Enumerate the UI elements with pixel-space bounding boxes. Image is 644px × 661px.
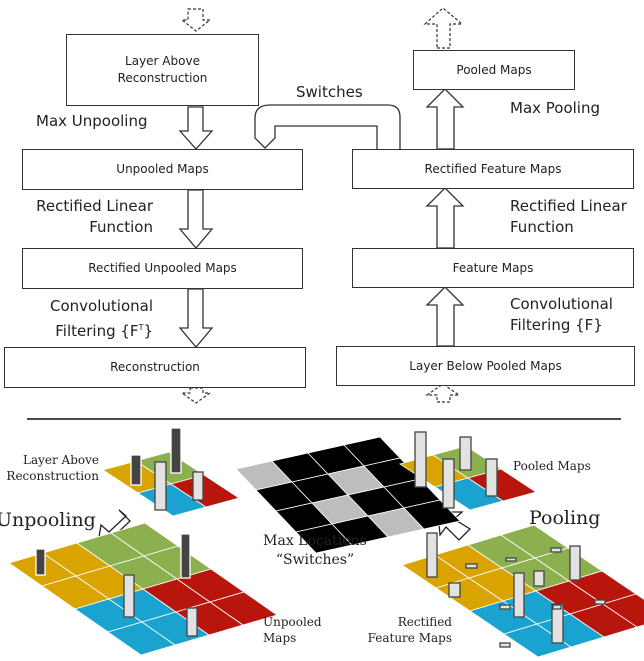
bar-light — [550, 547, 562, 553]
bar-dark — [35, 548, 46, 576]
bar-dark — [180, 533, 191, 579]
box-label: Pooled Maps — [456, 62, 532, 77]
label-line: Unpooled — [263, 615, 322, 629]
arrow-rectify-left — [178, 189, 214, 250]
bar-dark — [170, 427, 182, 474]
bar-light — [551, 603, 564, 644]
arrow-conv — [425, 286, 465, 347]
dashed-arrow-in-top-left — [180, 8, 212, 32]
label-switches: Switches — [296, 83, 363, 101]
bar-light — [442, 458, 455, 509]
label-unpooling: Unpooling — [0, 509, 96, 531]
label-line: Rectified Linear — [36, 197, 153, 215]
box-rectified-unpooled-maps: Rectified Unpooled Maps — [22, 248, 303, 289]
bar-light — [569, 545, 581, 581]
bar-light — [533, 570, 545, 587]
bar-light — [499, 642, 511, 648]
label-pooled-maps: Pooled Maps — [513, 459, 591, 473]
bar-light — [594, 599, 606, 605]
label-pooling: Pooling — [529, 507, 601, 529]
bar-light — [485, 458, 498, 497]
bar-light — [552, 604, 562, 610]
dashed-arrow-out-bottom-left — [180, 387, 212, 404]
label-line: Reconstruction — [6, 469, 99, 483]
box-layer-above-reconstruction: Layer Above Reconstruction — [66, 34, 259, 106]
arrow-conv-transpose — [178, 288, 214, 349]
bar-light — [192, 471, 204, 501]
label-line: Layer Above — [22, 453, 99, 467]
label-sup: T — [138, 323, 144, 332]
label-line: Max Locations — [263, 533, 367, 549]
box-layer-below-pooled-maps: Layer Below Pooled Maps — [336, 346, 635, 386]
box-label: Reconstruction — [110, 360, 200, 374]
arrow-rectify-right — [425, 187, 465, 249]
box-label: Rectified Feature Maps — [424, 161, 562, 176]
box-unpooled-maps: Unpooled Maps — [22, 149, 303, 190]
box-label: Layer Below Pooled Maps — [409, 358, 562, 373]
arrow-max-unpooling — [178, 106, 214, 150]
box-feature-maps: Feature Maps — [352, 248, 634, 288]
grid-cell-rectified — [602, 593, 644, 628]
arrow-max-pooling — [425, 88, 465, 150]
box-label: Unpooled Maps — [116, 162, 209, 176]
label-max-locations: Max Locations “Switches” — [255, 532, 375, 570]
bar-light — [154, 461, 167, 511]
label-line: Rectified — [397, 615, 452, 629]
box-label: Rectified Unpooled Maps — [88, 261, 237, 275]
label-line: } — [143, 322, 153, 340]
box-rectified-feature-maps: Rectified Feature Maps — [352, 149, 634, 189]
label-max-pooling: Max Pooling — [510, 99, 601, 117]
label-line: “Switches” — [275, 552, 355, 568]
box-reconstruction: Reconstruction — [4, 347, 306, 388]
bar-light — [499, 604, 511, 610]
bar-light — [465, 563, 478, 569]
label-line: Function — [89, 218, 153, 236]
label-line: Convolutional — [50, 297, 153, 315]
bar-light — [459, 436, 472, 471]
label-line: Convolutional — [510, 295, 613, 313]
bar-dark — [130, 454, 142, 486]
dashed-arrow-in-bottom-right — [425, 383, 461, 403]
label-line: Rectified Linear — [510, 197, 627, 215]
dashed-arrow-out-top-right — [423, 7, 464, 49]
bar-light — [505, 557, 517, 562]
bar-light — [123, 574, 135, 618]
bar-light — [513, 572, 525, 618]
label-line: Filtering {F — [55, 322, 139, 340]
box-label: Feature Maps — [452, 260, 534, 275]
label-line: Maps — [263, 631, 297, 645]
bar-light — [186, 607, 198, 637]
box-pooled-maps: Pooled Maps — [413, 50, 575, 90]
label-max-unpooling: Max Unpooling — [36, 112, 148, 130]
switches-connector — [254, 104, 401, 149]
label-line: Feature Maps — [367, 631, 452, 645]
grid-cell-unpooled — [209, 591, 278, 626]
bar-light — [426, 532, 438, 578]
label-line: Filtering {F} — [510, 316, 603, 334]
box-label: Layer Above Reconstruction — [117, 54, 208, 85]
label-line: Function — [510, 218, 574, 236]
bar-light — [414, 431, 427, 488]
bar-light — [448, 582, 461, 598]
